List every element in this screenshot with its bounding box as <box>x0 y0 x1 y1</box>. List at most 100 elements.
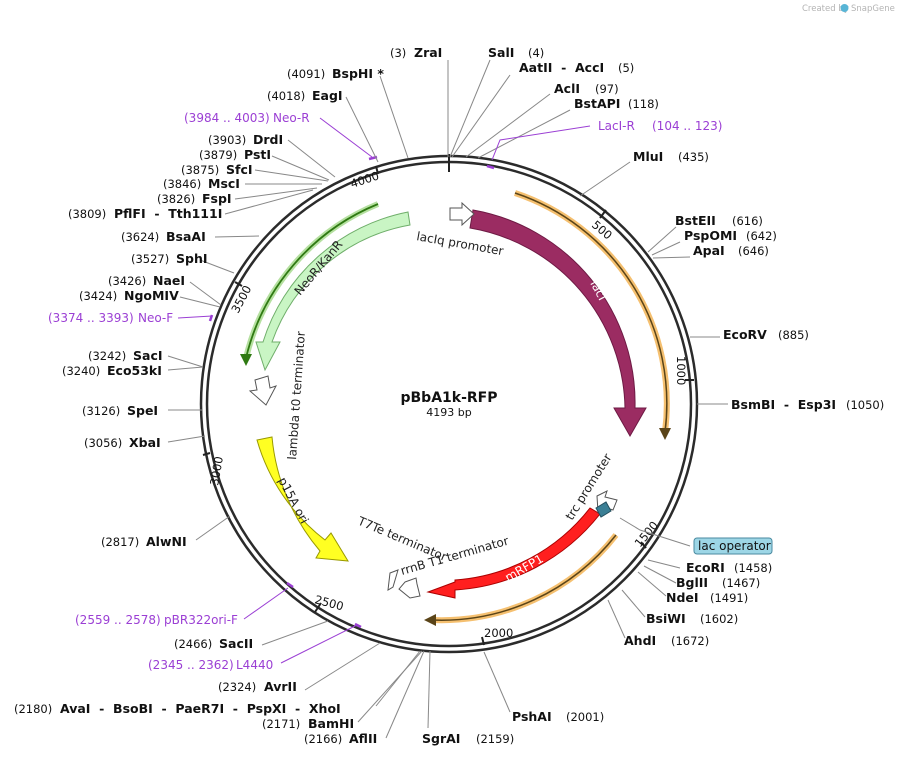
site-pos-saci: (3242) <box>88 349 126 363</box>
leader-aflii <box>385 650 425 739</box>
tick-label-2500: 2500 <box>313 592 345 613</box>
site-pos-aflii: (2166) <box>304 732 342 746</box>
site-name-bsmbi[interactable]: BsmBI - Esp3I <box>731 397 836 412</box>
site-name-bglii[interactable]: BglII <box>676 575 708 590</box>
site-name-bsaai[interactable]: BsaAI <box>166 229 206 244</box>
site-name-eco53ki[interactable]: Eco53kI <box>107 363 162 378</box>
site-pos-bsaai: (3624) <box>121 230 159 244</box>
site-name-pshai[interactable]: PshAI <box>512 709 552 724</box>
site-pos-ahdi: (1672) <box>671 634 709 648</box>
site-name-ngomiv[interactable]: NgoMIV <box>124 288 179 303</box>
leader-avrii <box>304 642 381 691</box>
rrnB-T1-terminator-arrow[interactable] <box>398 577 421 599</box>
lac-operator-label: lac operator <box>698 539 771 553</box>
leader-l4440 <box>280 624 358 664</box>
site-name-avrii[interactable]: AvrII <box>264 679 297 694</box>
tick-2000 <box>481 636 485 646</box>
site-pos-apai: (646) <box>738 244 769 258</box>
site-name-sphi[interactable]: SphI <box>176 251 208 266</box>
tick-3500 <box>234 281 243 287</box>
leader-xbai <box>167 435 206 443</box>
p15A-ori-feature[interactable] <box>256 436 349 562</box>
site-name-pflfi[interactable]: PflFI - Tth111I <box>114 206 222 221</box>
site-name-aflii[interactable]: AflII <box>349 731 377 746</box>
mRFP1-feature[interactable] <box>426 507 601 599</box>
leader-laci-r <box>491 125 591 161</box>
site-pos-avrii: (2324) <box>218 680 256 694</box>
plasmid-name: pBbA1k-RFP <box>400 390 497 406</box>
primer-range-pbr322: (2559 .. 2578) <box>75 613 161 627</box>
site-name-saci[interactable]: SacI <box>133 348 163 363</box>
site-pos-bsphi: (4091) <box>287 67 325 81</box>
site-pos-bglii: (1467) <box>722 576 760 590</box>
site-name-bamhi[interactable]: BamHI <box>308 716 354 731</box>
primer-name-l4440[interactable]: L4440 <box>236 658 273 672</box>
site-name-aatii[interactable]: AatII - AccI <box>519 60 604 75</box>
site-pos-zrai: (3) <box>390 46 406 60</box>
site-name-ahdi[interactable]: AhdI <box>624 633 656 648</box>
site-name-bsphi[interactable]: BspHI * <box>332 66 384 81</box>
tick-4000 <box>375 165 379 175</box>
leader-pbr322 <box>243 587 289 620</box>
site-name-xbai[interactable]: XbaI <box>129 435 161 450</box>
site-name-zrai[interactable]: ZraI <box>414 45 442 60</box>
site-name-drdi[interactable]: DrdI <box>253 132 283 147</box>
site-pos-bsmbi: (1050) <box>846 398 884 412</box>
lacIq-promoter-arrow[interactable] <box>449 201 475 227</box>
primer-name-neo-f[interactable]: Neo-F <box>138 311 173 325</box>
leader-bsiwi <box>621 589 646 618</box>
leader-bsphi <box>379 75 409 159</box>
site-name-psti[interactable]: PstI <box>244 147 271 162</box>
site-name-naei[interactable]: NaeI <box>153 273 185 288</box>
site-name-acli[interactable]: AclI <box>554 81 580 96</box>
site-name-ecorv[interactable]: EcoRV <box>723 327 767 342</box>
lambda-t0-terminator-arrow[interactable] <box>248 375 278 406</box>
lacIq-promoter-label: lacIq promoter <box>415 229 504 258</box>
credit-text: Created by <box>802 4 849 14</box>
site-name-apai[interactable]: ApaI <box>693 243 725 258</box>
leader-mlui <box>579 161 631 197</box>
site-name-sali[interactable]: SalI <box>488 45 514 60</box>
site-pos-pspomi: (642) <box>746 229 777 243</box>
site-name-eagi[interactable]: EagI <box>312 88 343 103</box>
lacI-feature[interactable] <box>469 209 647 438</box>
leader-sfci <box>254 169 329 182</box>
site-pos-bsteii: (616) <box>732 214 763 228</box>
primer-name-laci-r[interactable]: LacI-R <box>598 119 635 133</box>
leader-ndei <box>637 571 667 597</box>
site-pos-ecori: (1458) <box>734 561 772 575</box>
site-name-sfci[interactable]: SfcI <box>226 162 253 177</box>
site-name-sgrai[interactable]: SgrAI <box>422 731 460 746</box>
site-pos-ecorv: (885) <box>778 328 809 342</box>
site-name-mlui[interactable]: MluI <box>633 149 663 164</box>
site-name-bsteii[interactable]: BstEII <box>675 213 716 228</box>
site-name-pspomi[interactable]: PspOMI <box>684 228 737 243</box>
leader-naei <box>189 281 222 306</box>
primer-name-neo-r[interactable]: Neo-R <box>273 111 310 125</box>
tick-label-3000: 3000 <box>207 455 226 486</box>
site-name-fspi[interactable]: FspI <box>202 191 232 206</box>
site-name-avai[interactable]: AvaI - BsoBI - PaeR7I - PspXI - XhoI <box>60 701 341 716</box>
leader-sacii <box>261 620 329 646</box>
site-name-bsiwi[interactable]: BsiWI <box>646 611 686 626</box>
site-name-alwni[interactable]: AlwNI <box>146 534 187 549</box>
site-name-ecori[interactable]: EcoRI <box>686 560 725 575</box>
tick-3000 <box>202 452 211 456</box>
lac-operator-mark[interactable] <box>595 501 612 518</box>
leader-ecori <box>619 517 691 547</box>
site-name-bstapi[interactable]: BstAPI <box>574 96 620 111</box>
site-name-ndei[interactable]: NdeI <box>666 590 699 605</box>
site-name-sacii[interactable]: SacII <box>219 636 253 651</box>
site-name-spei[interactable]: SpeI <box>127 403 158 418</box>
mRFP1-label: mRFP1 <box>503 552 546 585</box>
lac-operator-box[interactable] <box>693 537 773 555</box>
T7Te-terminator-arrow[interactable] <box>387 569 399 591</box>
primer-name-pbr322[interactable]: pBR322ori-F <box>164 613 238 627</box>
site-pos-mlui: (435) <box>678 150 709 164</box>
neo-primer-track <box>245 203 379 359</box>
site-pos-bstapi: (118) <box>628 97 659 111</box>
neoR-kanR-feature[interactable] <box>255 211 411 372</box>
site-name-msci[interactable]: MscI <box>208 176 240 191</box>
